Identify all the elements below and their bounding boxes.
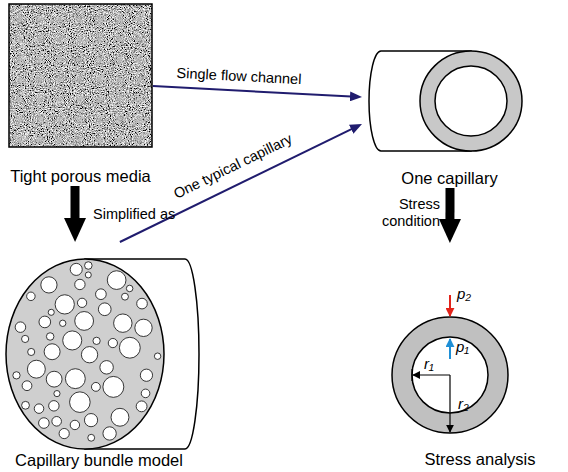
pore-circle (59, 428, 69, 438)
capillary-bore (435, 66, 507, 136)
inner-radius-line (413, 374, 450, 375)
pore-circle (54, 391, 60, 397)
pore-circle (85, 272, 91, 278)
symbol-label: p₁ (456, 339, 469, 355)
pore-circle (22, 401, 30, 409)
arrow-label: Stress condition (370, 196, 440, 230)
pore-circle (107, 271, 126, 290)
pore-circle (136, 401, 147, 412)
pore-circle (96, 289, 107, 300)
flow-arrow (120, 127, 357, 242)
pore-circle (98, 303, 111, 316)
pore-circle (70, 420, 79, 429)
pore-circle (77, 298, 86, 307)
pore-circle (93, 337, 100, 344)
pore-circle (39, 418, 50, 429)
pore-circle (108, 338, 117, 347)
pore-circle (52, 417, 62, 427)
arrow-label: One typical capillary (161, 126, 305, 208)
pore-circle (84, 414, 97, 427)
pore-circle (13, 372, 20, 379)
pore-circle (154, 353, 160, 359)
bundle-face (6, 259, 164, 449)
pore-circle (114, 314, 132, 332)
pore-circle (88, 434, 95, 441)
arrow-label: Simplified as (93, 206, 213, 223)
figure-panel: Capillary bundle model (4, 242, 194, 470)
outer-radius-line (449, 375, 450, 432)
inner-pressure-arrow (449, 339, 451, 359)
pore-circle (100, 361, 113, 374)
panel-caption: Tight porous media (10, 166, 151, 186)
pore-circle (63, 331, 82, 350)
pore-circle (70, 392, 91, 413)
symbol-label: r₁ (424, 356, 434, 372)
pore-circle (119, 337, 140, 358)
flow-arrow (153, 86, 356, 97)
ring-wall (392, 317, 508, 433)
pore-circle (44, 344, 60, 360)
pore-circle (27, 292, 35, 300)
pore-circle (103, 427, 116, 440)
panel-caption: One capillary (401, 168, 497, 188)
radius-tick (411, 369, 412, 381)
block-arrow (70, 186, 79, 228)
texture-border (9, 4, 152, 147)
pore-circle (46, 333, 54, 341)
porous-texture (9, 4, 152, 147)
pore-circle (65, 369, 85, 389)
symbol-label: p₂ (457, 286, 471, 302)
pore-circle (22, 381, 32, 391)
panel-caption: Capillary bundle model (15, 450, 183, 470)
pore-circle (15, 322, 26, 333)
pore-circle (39, 316, 51, 328)
pore-circle (60, 320, 66, 326)
pore-circle (91, 382, 100, 391)
pore-circle (135, 319, 152, 336)
pore-circle (41, 277, 57, 293)
block-arrow (445, 188, 454, 229)
symbol-label: r₂ (458, 396, 469, 412)
figure-panel: Tight porous media (8, 2, 153, 186)
pore-circle (75, 312, 94, 331)
pore-circle (137, 298, 148, 309)
pore-circle (103, 376, 124, 397)
pore-circle (70, 263, 82, 275)
outer-pressure-arrow (449, 295, 451, 316)
pore-circle (49, 401, 59, 411)
figure-panel: Stress analysis (392, 243, 568, 469)
pore-circle (140, 369, 152, 381)
figure-panel: One capillary (362, 45, 537, 188)
pore-circle (46, 371, 62, 387)
pore-circle (122, 293, 129, 300)
pore-circle (22, 335, 29, 342)
bundle-pores (13, 262, 161, 441)
pore-circle (126, 285, 133, 292)
capillary-wall (420, 51, 522, 151)
pore-circle (85, 262, 93, 270)
arrow-label: Single flow channel (175, 65, 304, 89)
pore-circle (75, 279, 85, 289)
pore-circle (27, 360, 45, 378)
pore-circle (28, 348, 35, 355)
pore-circle (34, 404, 44, 414)
panel-caption: Stress analysis (425, 449, 536, 469)
pore-circle (111, 408, 129, 426)
pore-circle (81, 347, 97, 363)
pore-circle (141, 389, 150, 398)
pore-circle (48, 309, 54, 315)
pore-circle (55, 295, 74, 314)
